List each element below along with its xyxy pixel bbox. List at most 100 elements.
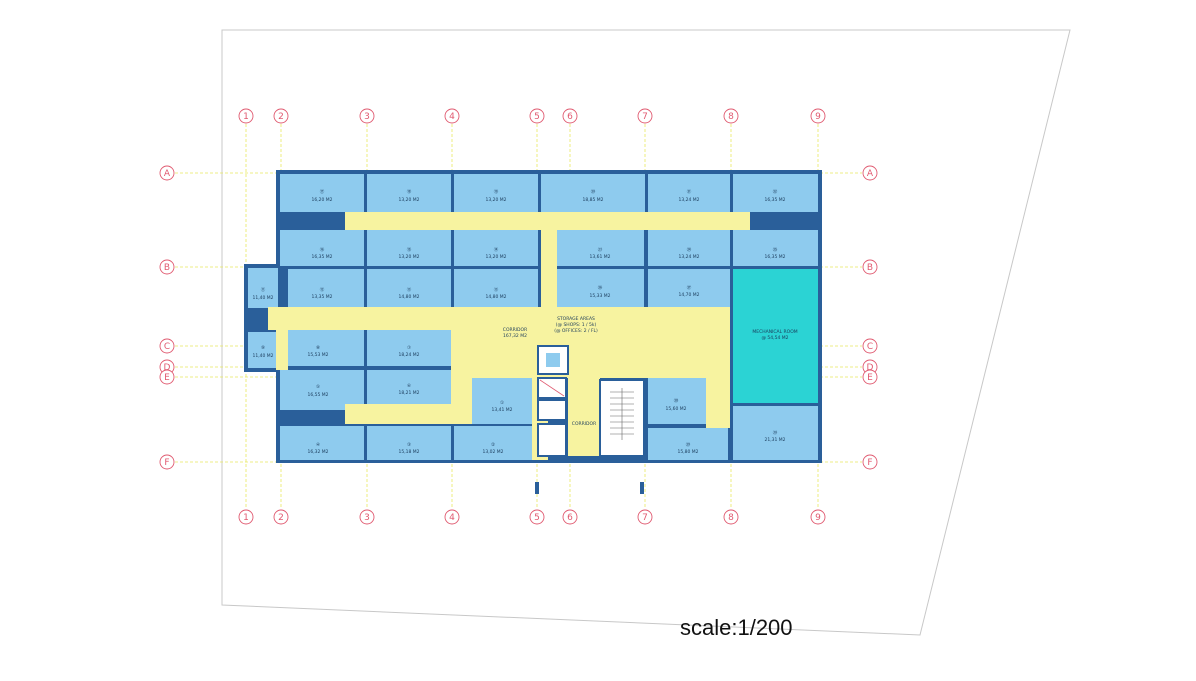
svg-text:6: 6: [567, 513, 573, 523]
room-number: ㉔: [687, 246, 692, 253]
svg-text:4: 4: [449, 112, 455, 122]
room-number: ㉑: [687, 188, 692, 195]
room-area: 13,02 M2: [482, 449, 503, 455]
room-area: 15,60 M2: [665, 406, 686, 412]
room-number: ⑲: [494, 188, 499, 195]
room-number: ㉖: [598, 284, 603, 291]
mechanical-room: MECHANICAL ROOM @ 54,54 M2: [733, 269, 818, 403]
room-number: ⑳: [591, 188, 596, 195]
svg-text:A: A: [164, 169, 171, 179]
room-number: ②: [491, 442, 495, 448]
grid-bubble-col: 7: [637, 108, 653, 124]
room-number: ⑬: [407, 286, 412, 293]
svg-text:4: 4: [449, 513, 455, 523]
room-area: 18,85 M2: [582, 197, 603, 203]
room-number: ㉗: [687, 284, 692, 291]
corridors: [268, 212, 750, 460]
grid-bubble-row: C: [159, 338, 175, 354]
room-area: 16,35 M2: [311, 254, 332, 260]
svg-text:1: 1: [243, 112, 249, 122]
svg-text:6: 6: [567, 112, 573, 122]
room-number: ⑯: [320, 246, 325, 253]
svg-text:7: 7: [642, 112, 648, 122]
room-number: ④: [316, 442, 320, 448]
room-area: 13,20 M2: [485, 197, 506, 203]
grid-bubble-row: A: [159, 165, 175, 181]
storage-line2: (@ SHOPS: 1 / 5k): [556, 322, 597, 328]
room-number: ⑬: [494, 286, 499, 293]
room-area: 13,24 M2: [678, 254, 699, 260]
svg-text:8: 8: [728, 513, 734, 523]
room-number: ㉓: [598, 246, 603, 253]
room-number: ⑫: [320, 286, 325, 293]
grid-bubble-col: 3: [359, 108, 375, 124]
room-number: ⑱: [407, 188, 412, 195]
corridor-label: CORRIDOR: [503, 327, 527, 333]
room-number: ㉙: [686, 441, 691, 448]
svg-text:5: 5: [534, 112, 540, 122]
grid-bubble-row: F: [159, 454, 175, 470]
svg-text:A: A: [867, 169, 874, 179]
room-area: 13,61 M2: [589, 254, 610, 260]
grid-bubble-col: 6: [562, 108, 578, 124]
grid-bubble-col: 9: [810, 108, 826, 124]
svg-text:E: E: [164, 373, 170, 383]
svg-text:5: 5: [534, 513, 540, 523]
svg-text:E: E: [867, 373, 873, 383]
grid-bubble-row: C: [862, 338, 878, 354]
grid-bubble-col: 4: [444, 108, 460, 124]
svg-text:7: 7: [642, 513, 648, 523]
room-area: 13,20 M2: [398, 197, 419, 203]
site-boundary: [221, 29, 1071, 636]
room-area: 13,41 M2: [491, 407, 512, 413]
room-area: 13,24 M2: [678, 197, 699, 203]
svg-text:B: B: [867, 263, 873, 273]
room: ⑤16,55 M2: [280, 370, 364, 410]
room-area: 13,20 M2: [485, 254, 506, 260]
room-area: 16,32 M2: [307, 449, 328, 455]
room: ②13,02 M2: [454, 426, 532, 460]
room-number: ⑤: [316, 384, 320, 390]
room: ⑲ 13,20 M2: [454, 174, 538, 212]
grid-bubble-col: 4: [444, 509, 460, 525]
room-area: 11,40 M2: [252, 295, 273, 301]
grid-bubble-col: 2: [273, 509, 289, 525]
room-area: 13,20 M2: [398, 254, 419, 260]
grid-bubble-row: E: [862, 369, 878, 385]
room-area: 14,80 M2: [398, 294, 419, 300]
room-area: 14,70 M2: [678, 292, 699, 298]
room-area: 16,35 M2: [764, 197, 785, 203]
room-number: ③: [407, 442, 411, 448]
svg-text:3: 3: [364, 513, 370, 523]
post: [535, 482, 539, 494]
room-area: 13,35 M2: [311, 294, 332, 300]
svg-text:3: 3: [364, 112, 370, 122]
room-number: ⑥: [407, 383, 411, 389]
room-area: 16,35 M2: [764, 254, 785, 260]
svg-text:B: B: [164, 263, 170, 273]
svg-text:D: D: [867, 363, 874, 373]
mechanical-area: @ 54,54 M2: [762, 335, 789, 341]
grid-bubble-col: 7: [637, 509, 653, 525]
grid-bubble-col: 2: [273, 108, 289, 124]
svg-text:F: F: [867, 458, 872, 468]
room: ①13,41 M2: [472, 378, 532, 424]
grid-bubble-col: 6: [562, 509, 578, 525]
room: ⑱ 13,20 M2: [367, 174, 451, 212]
grid-bubble-col: 5: [529, 108, 545, 124]
grid-bubble-col: 9: [810, 509, 826, 525]
grid-bubble-row: B: [159, 259, 175, 275]
